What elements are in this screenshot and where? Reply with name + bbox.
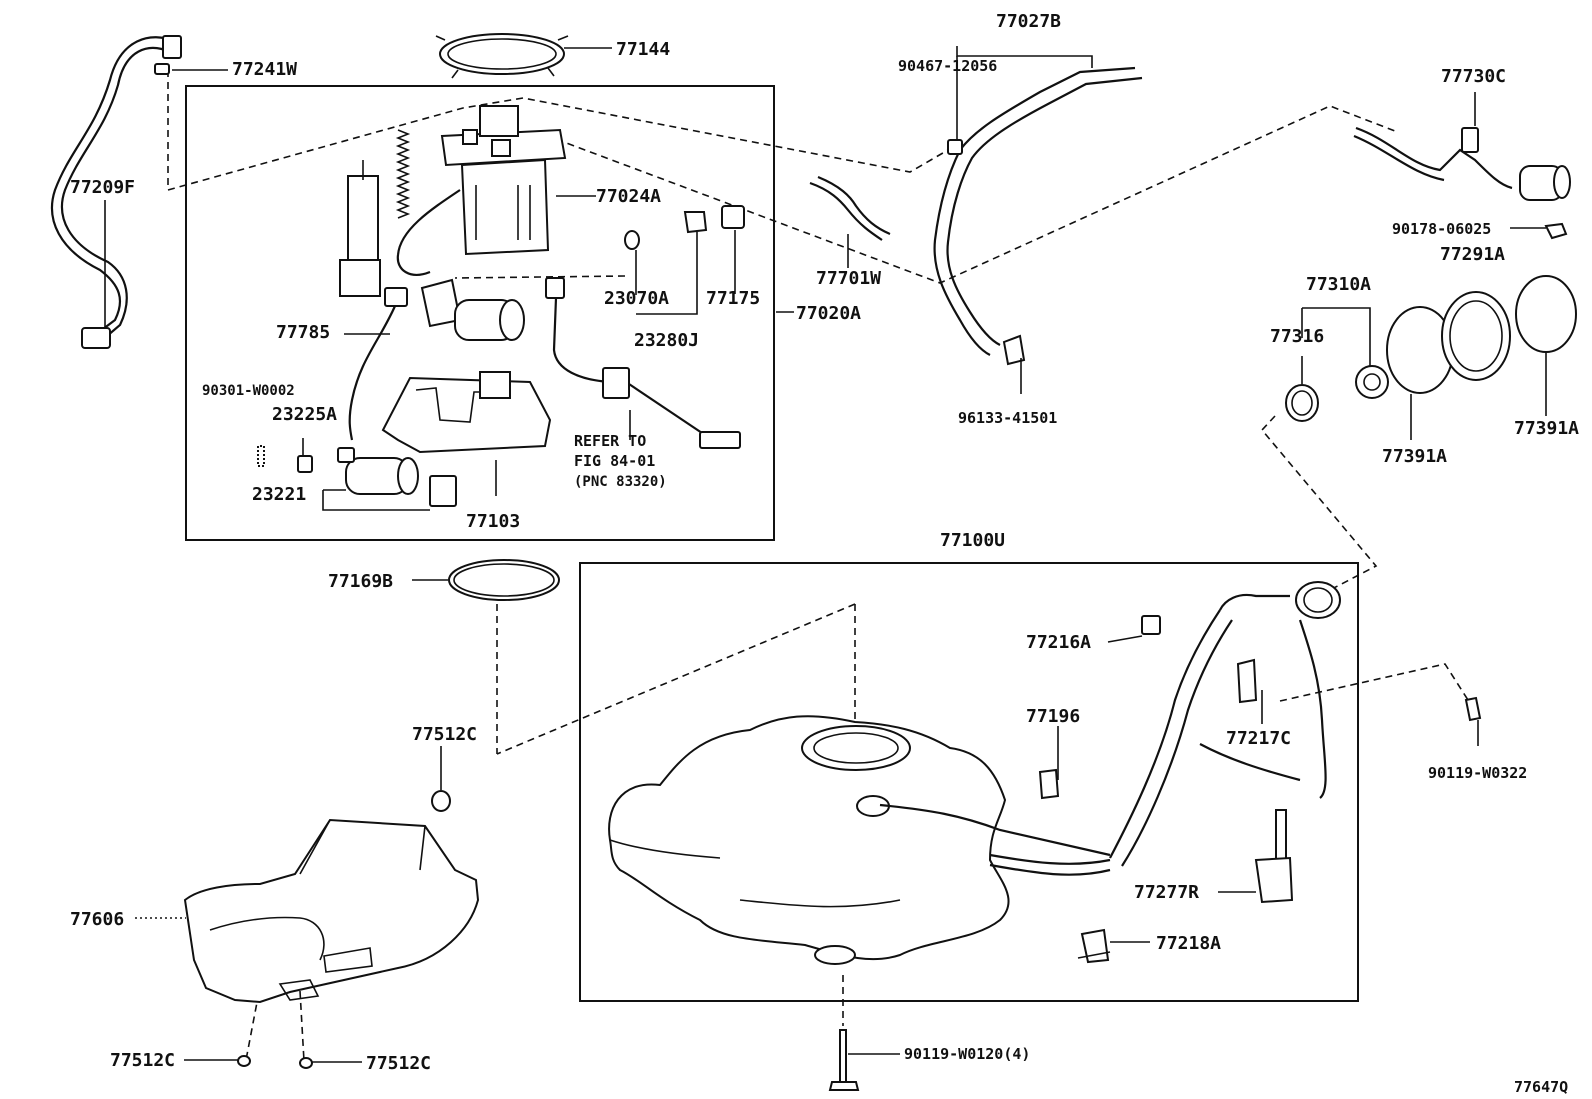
filler-hose-77027b xyxy=(933,66,1143,366)
label-77606: 77606 xyxy=(70,909,124,930)
label-77316: 77316 xyxy=(1270,326,1324,347)
figure-id: 77647Q xyxy=(1514,1078,1568,1096)
clamp-77218a xyxy=(1077,928,1111,964)
label-77512c-top: 77512C xyxy=(412,724,477,745)
label-90119-w0120: 90119-W0120(4) xyxy=(904,1045,1030,1063)
fuel-tank-77100u xyxy=(608,715,1111,965)
label-77144: 77144 xyxy=(616,39,670,60)
label-77169b: 77169B xyxy=(328,571,393,592)
label-77216a: 77216A xyxy=(1026,632,1091,653)
vent-hose-77209f xyxy=(50,35,182,349)
label-77512c-bottom-right: 77512C xyxy=(366,1053,431,1074)
label-77218a: 77218A xyxy=(1156,933,1221,954)
bolt-90119-w0120 xyxy=(828,1029,860,1091)
label-77020a: 77020A xyxy=(796,303,861,324)
refer-text-line3: (PNC 83320) xyxy=(574,474,667,490)
label-23221: 23221 xyxy=(252,484,306,505)
heat-insulator-77606 xyxy=(183,818,480,1004)
label-77027b: 77027B xyxy=(996,11,1061,32)
label-90178-06025: 90178-06025 xyxy=(1392,220,1491,238)
label-77730c: 77730C xyxy=(1441,66,1506,87)
fuel-sub-tank-77103 xyxy=(381,371,552,454)
fuel-pump-motor-23221 xyxy=(257,445,457,507)
label-77196: 77196 xyxy=(1026,706,1080,727)
gasket-77144 xyxy=(435,33,569,79)
label-77024a: 77024A xyxy=(596,186,661,207)
label-77291a: 77291A xyxy=(1440,244,1505,265)
label-77100u: 77100U xyxy=(940,530,1005,551)
clamp-77277r xyxy=(1254,809,1294,904)
grommet-77512c-top xyxy=(431,790,451,812)
label-77175: 77175 xyxy=(706,288,760,309)
grommet-77512c-bl xyxy=(237,1055,251,1067)
label-77209f: 77209F xyxy=(70,177,135,198)
small-parts-23070a-77175 xyxy=(545,205,745,449)
label-77701w: 77701W xyxy=(816,268,881,289)
hose-77701w xyxy=(809,175,891,241)
label-77512c-bottom-left: 77512C xyxy=(110,1050,175,1071)
leader-lines xyxy=(104,46,1547,1063)
label-77391a-left: 77391A xyxy=(1382,446,1447,467)
label-23070a: 23070A xyxy=(604,288,669,309)
bolt-90119-w0322 xyxy=(1464,696,1482,722)
fuel-pump-wiring-77785 xyxy=(348,189,525,441)
filler-pipe xyxy=(1038,581,1341,867)
label-23280j: 23280J xyxy=(634,330,699,351)
label-23225a: 23225A xyxy=(272,404,337,425)
label-77785: 77785 xyxy=(276,322,330,343)
grommet-77512c-br xyxy=(299,1057,313,1069)
label-77310a: 77310A xyxy=(1306,274,1371,295)
fuel-tank-assembly-box xyxy=(579,562,1359,1002)
vent-hose-77730c xyxy=(1353,126,1571,240)
gasket-77169b xyxy=(448,559,560,601)
label-90119-w0322: 90119-W0322 xyxy=(1428,764,1527,782)
seal-rings xyxy=(1285,275,1577,422)
refer-text-line2: FIG 84-01 xyxy=(574,452,655,470)
fuel-sender-gauge xyxy=(339,129,411,297)
label-90301-w0002: 90301-W0002 xyxy=(202,383,295,399)
label-77241w: 77241W xyxy=(232,59,297,80)
label-96133-41501: 96133-41501 xyxy=(958,409,1057,427)
fuel-pump-assembly-box xyxy=(185,85,775,541)
label-77277r: 77277R xyxy=(1134,882,1199,903)
label-77217c: 77217C xyxy=(1226,728,1291,749)
label-77391a-right: 77391A xyxy=(1514,418,1579,439)
refer-text-line1: REFER TO xyxy=(574,432,646,450)
label-90467-12056: 90467-12056 xyxy=(898,57,997,75)
label-77103: 77103 xyxy=(466,511,520,532)
fuel-pump-module-77024a xyxy=(440,105,567,256)
